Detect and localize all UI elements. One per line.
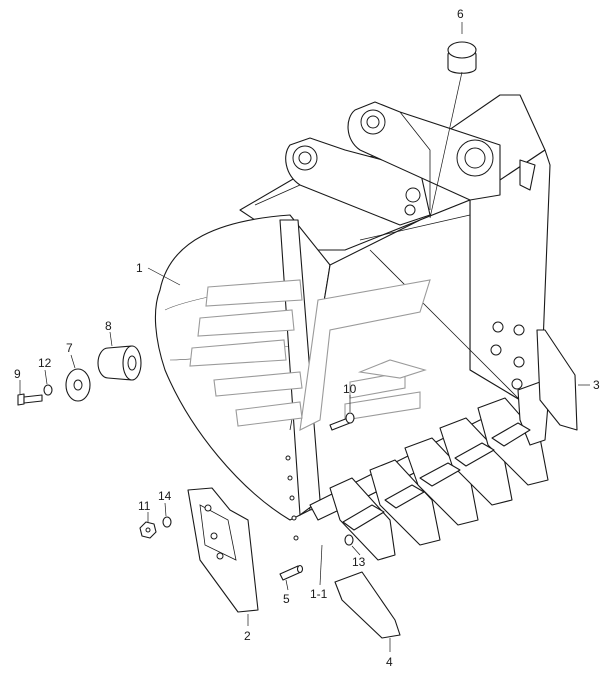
callout-13: 13 — [352, 555, 366, 569]
mounting-brackets — [285, 101, 501, 226]
washer-large — [65, 368, 91, 402]
side-cutter-right — [536, 329, 578, 431]
callout-10: 10 — [343, 382, 357, 396]
loose-tooth — [334, 571, 401, 639]
callout-8: 8 — [105, 319, 112, 333]
tooth-adapters — [342, 422, 531, 531]
leader-lines — [19, 22, 590, 652]
pin — [279, 564, 304, 581]
washer-small — [43, 384, 53, 396]
washer-14 — [162, 516, 172, 528]
retainer-ring — [344, 534, 354, 546]
callout-9: 9 — [14, 367, 21, 381]
hardware — [17, 41, 477, 581]
bucket-teeth — [329, 381, 549, 639]
callout-2: 2 — [244, 629, 251, 643]
callout-5: 5 — [283, 592, 290, 606]
bushing — [447, 41, 477, 74]
manufacturer-logo — [189, 279, 431, 431]
callout-labels: 6 1 8 7 12 9 10 3 11 14 2 1-1 5 13 4 — [14, 7, 600, 669]
callout-14: 14 — [158, 489, 172, 503]
callout-3: 3 — [593, 378, 600, 392]
callout-6: 6 — [457, 7, 464, 21]
callout-4: 4 — [386, 655, 393, 669]
bolt-10 — [329, 412, 355, 431]
callout-1: 1 — [136, 261, 143, 275]
nut — [139, 521, 157, 539]
hub — [97, 345, 142, 381]
side-cutter-left — [187, 487, 259, 613]
callout-12: 12 — [38, 356, 52, 370]
callout-1-1: 1-1 — [310, 587, 328, 601]
bolt-9 — [17, 393, 43, 406]
callout-7: 7 — [66, 341, 73, 355]
callout-11: 11 — [138, 499, 151, 513]
